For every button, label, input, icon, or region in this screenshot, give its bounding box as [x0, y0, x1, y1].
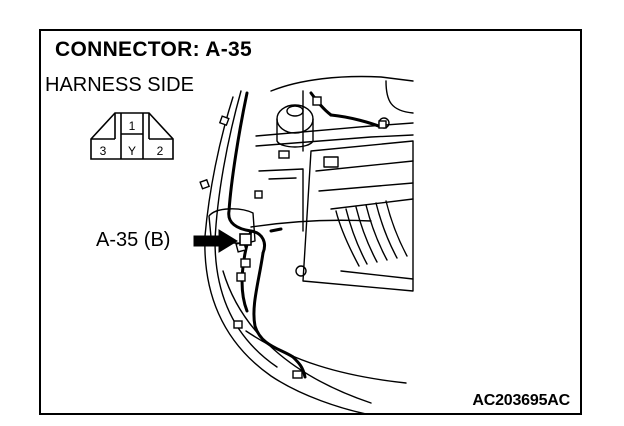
- harness-side-label: HARNESS SIDE: [45, 74, 196, 97]
- pin-3-label: 3: [100, 144, 107, 158]
- connector-callout-label: A-35 (B): [96, 229, 171, 251]
- pin-1-label: 1: [129, 119, 136, 133]
- engine-block: [302, 140, 414, 292]
- connector-title: CONNECTOR: A-35: [55, 38, 253, 61]
- diagram-frame: 1 3 Y 2 CONNECTOR: A-35 HARNESS SIDE A-3…: [39, 29, 582, 415]
- callout-arrow-icon: [193, 229, 238, 253]
- figure-code: AC203695AC: [472, 392, 570, 409]
- connector-face-symbol: [90, 112, 174, 160]
- engine-bay-illustration: 1 3 Y 2: [90, 75, 414, 413]
- wire-color-label: Y: [128, 144, 136, 158]
- a35-connector-marker: [239, 233, 252, 246]
- fender-outline: [204, 96, 366, 413]
- pin-2-label: 2: [157, 144, 164, 158]
- reservoir-tank: [276, 104, 314, 134]
